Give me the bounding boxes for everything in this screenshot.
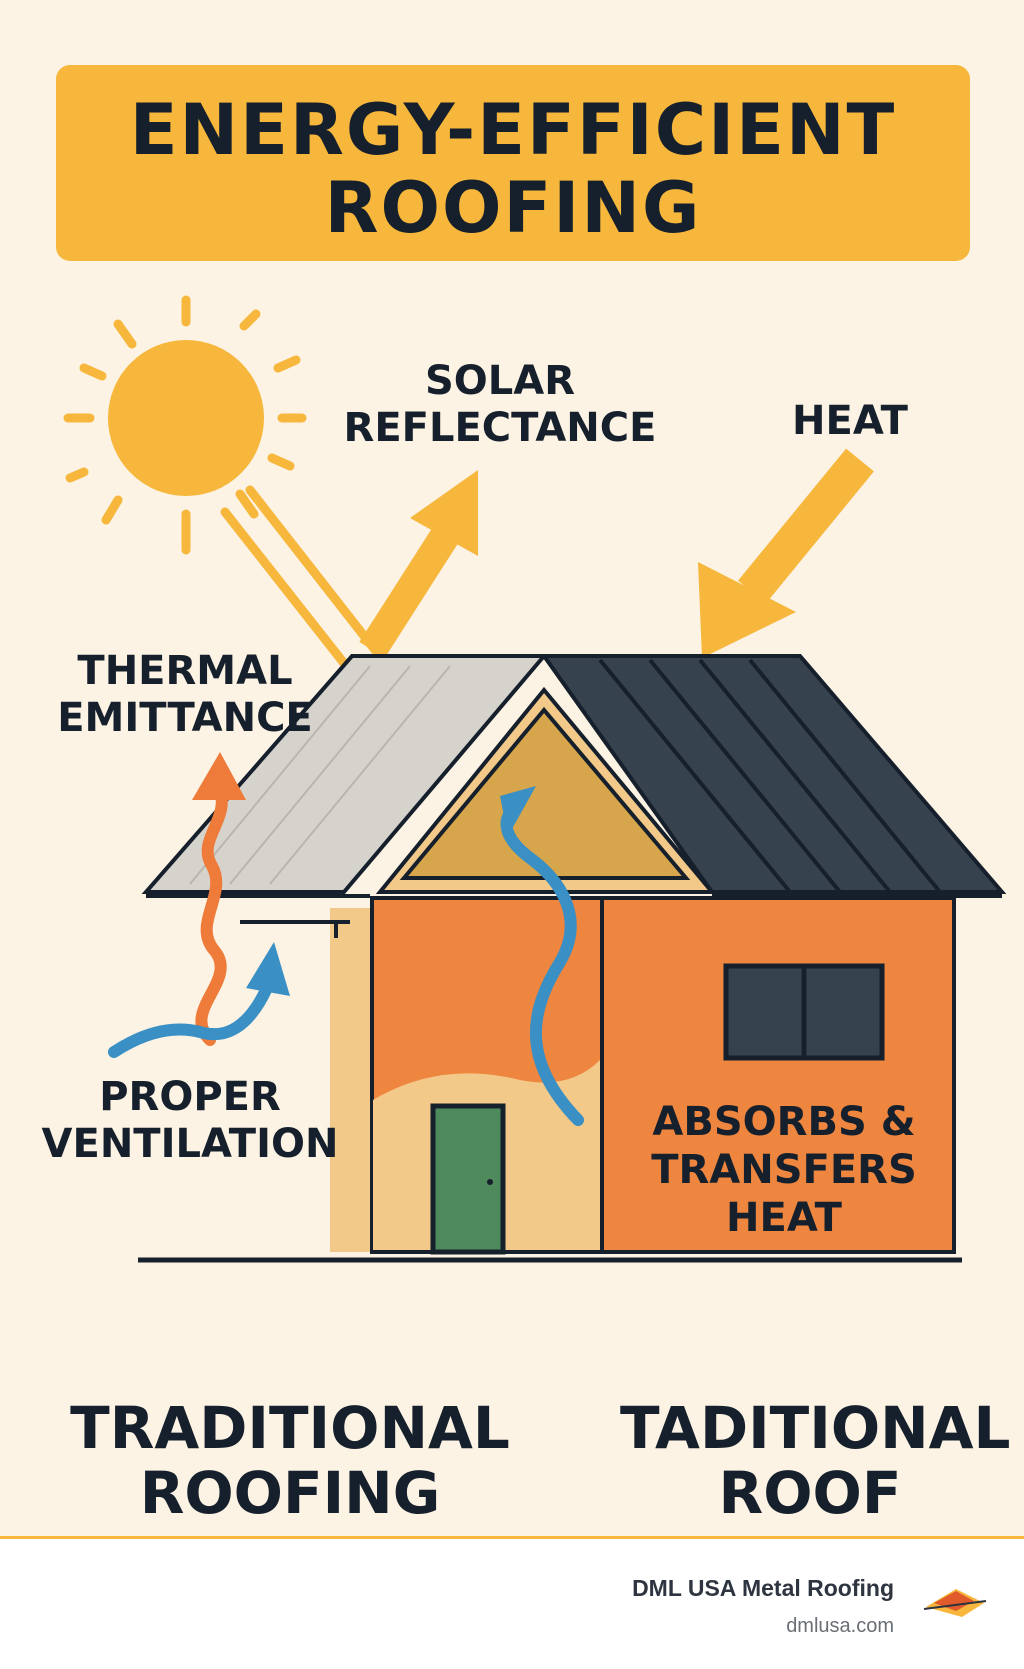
solar-reflectance-label: SOLAR REFLECTANCE <box>343 358 657 452</box>
attic-airflow-arrow <box>500 786 584 1126</box>
footer: DML USA Metal Roofing dmlusa.com <box>0 1536 1024 1669</box>
absorbs-transfers-heat-label: ABSORBS & TRANSFERS HEAT <box>651 1099 917 1241</box>
window <box>723 963 885 1061</box>
traditional-roofing-label: TRADITIONAL ROOFING <box>70 1394 510 1527</box>
thermal-emittance-label: THERMAL EMITTANCE <box>57 648 313 742</box>
brand-name: DML USA Metal Roofing <box>632 1575 894 1601</box>
heat-arrow <box>698 448 874 658</box>
door <box>430 1103 506 1255</box>
title-line-2: ROOFING <box>324 167 702 249</box>
house-illustration <box>63 295 1007 1263</box>
solar-reflectance-arrow <box>359 470 478 659</box>
dml-logo-icon <box>923 1589 987 1617</box>
infographic: ENERGY-EFFICIENT ROOFING <box>41 65 1011 1527</box>
proper-ventilation-label: PROPER VENTILATION <box>41 1074 339 1168</box>
thermal-emittance-arrow <box>192 752 246 1046</box>
title-banner: ENERGY-EFFICIENT ROOFING <box>56 65 970 261</box>
brand-url[interactable]: dmlusa.com <box>786 1615 894 1637</box>
sun-icon <box>63 295 307 555</box>
house <box>138 654 1007 1263</box>
taditional-roof-label: TADITIONAL ROOF <box>620 1394 1011 1527</box>
title-line-1: ENERGY-EFFICIENT <box>129 89 897 171</box>
ventilation-arrow <box>108 942 290 1058</box>
heat-label: HEAT <box>792 398 908 444</box>
